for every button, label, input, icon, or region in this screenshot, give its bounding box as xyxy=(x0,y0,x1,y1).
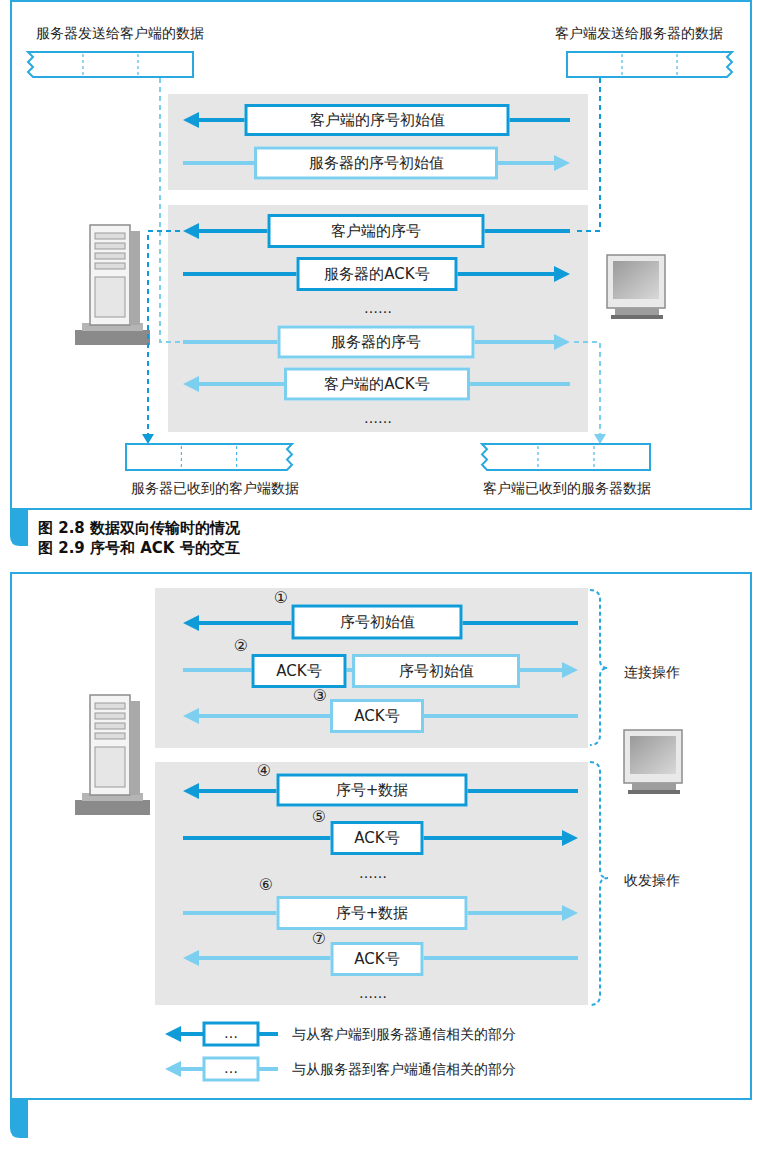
callout-number: ③ xyxy=(313,686,327,705)
note-label: … xyxy=(224,1025,238,1042)
data-strip xyxy=(28,52,193,77)
figure-caption: 图 2.9 序号和 ACK 号的交互 xyxy=(38,539,240,558)
box-text: 序号+数据 xyxy=(336,904,409,923)
strip-divider xyxy=(138,54,139,75)
message-box: ACK号 xyxy=(330,699,424,733)
message-box: ACK号 xyxy=(252,654,347,688)
message-box: 序号+数据 xyxy=(277,774,468,807)
arrow-head xyxy=(183,223,199,239)
arrow-head xyxy=(562,662,578,678)
box-text: 服务器的序号 xyxy=(331,333,421,352)
arrow-head xyxy=(165,1026,181,1042)
message-box: 序号初始值 xyxy=(352,654,520,688)
message-box: 客户端的序号 xyxy=(268,214,485,248)
arrow-head xyxy=(183,708,199,724)
note-label: … xyxy=(224,1060,238,1077)
legend-text: 与从服务器到客户端通信相关的部分 xyxy=(292,1061,516,1078)
strip-divider xyxy=(236,446,237,468)
callout-number: ② xyxy=(234,636,248,655)
arrow-head xyxy=(562,905,578,921)
message-box: 序号+数据 xyxy=(277,896,468,930)
arrow-head xyxy=(554,334,570,350)
note-label: …… xyxy=(359,865,387,882)
arrow-head xyxy=(554,266,570,282)
arrow-head xyxy=(183,950,199,966)
callout-number: ④ xyxy=(257,761,271,780)
data-strip xyxy=(126,444,292,470)
box-text: 客户端的ACK号 xyxy=(324,375,429,394)
strip-divider xyxy=(677,54,678,75)
callout-number: ⑥ xyxy=(259,875,273,894)
note-label: 收发操作 xyxy=(624,872,680,889)
note-label: 服务器发送给客户端的数据 xyxy=(36,25,204,42)
legend-text: 与从客户端到服务器通信相关的部分 xyxy=(292,1026,516,1043)
arrow-head xyxy=(183,376,199,392)
note-label: 服务器已收到的客户端数据 xyxy=(131,480,299,497)
strip-divider xyxy=(181,446,182,468)
figure-caption: 图 2.8 数据双向传输时的情况 xyxy=(38,519,240,538)
note-label: 连接操作 xyxy=(624,664,680,681)
box-text: ACK号 xyxy=(354,950,399,969)
box-text: 客户端的序号初始值 xyxy=(310,111,445,130)
note-label: …… xyxy=(364,410,392,427)
figure-frame: 图 2.9 序号和 ACK 号的交互序号初始值ACK号序号初始值ACK号序号+数… xyxy=(10,572,752,1100)
arrow-head xyxy=(165,1061,181,1077)
note-label: …… xyxy=(364,300,392,317)
strip-divider xyxy=(594,446,595,468)
data-strip xyxy=(482,444,650,470)
arrow-head xyxy=(183,112,199,128)
strip-divider xyxy=(538,446,539,468)
figure-frame: 图 2.8 数据双向传输时的情况客户端的序号初始值服务器的序号初始值客户端的序号… xyxy=(10,0,752,510)
box-text: 服务器的ACK号 xyxy=(324,265,429,284)
strip-divider xyxy=(622,54,623,75)
message-box: 客户端的ACK号 xyxy=(284,368,470,401)
box-text: ACK号 xyxy=(354,707,399,726)
box-text: 序号+数据 xyxy=(336,781,409,800)
box-text: ACK号 xyxy=(354,829,399,848)
box-text: ACK号 xyxy=(276,662,321,681)
arrow-head xyxy=(183,615,199,631)
message-box: 服务器的序号初始值 xyxy=(254,147,498,180)
strip-divider xyxy=(83,54,84,75)
note-label: …… xyxy=(359,985,387,1002)
message-box: ACK号 xyxy=(331,821,424,855)
note-label: 客户端已收到的服务器数据 xyxy=(483,480,651,497)
arrow-head xyxy=(183,783,199,799)
message-box: 客户端的序号初始值 xyxy=(245,104,510,136)
box-text: 服务器的序号初始值 xyxy=(309,154,444,173)
note-label: 客户端发送给服务器的数据 xyxy=(555,25,723,42)
box-text: 序号初始值 xyxy=(340,613,415,632)
box-text: 客户端的序号 xyxy=(331,222,421,241)
callout-number: ⑦ xyxy=(312,929,326,948)
box-text: 序号初始值 xyxy=(399,662,474,681)
arrow-head xyxy=(554,155,570,171)
message-box: 服务器的序号 xyxy=(278,326,475,359)
arrow-head xyxy=(562,830,578,846)
data-strip xyxy=(567,52,732,77)
message-box: ACK号 xyxy=(331,942,424,976)
message-box: 服务器的ACK号 xyxy=(297,257,458,291)
callout-number: ⑤ xyxy=(312,807,326,826)
callout-number: ① xyxy=(274,588,288,607)
message-box: 序号初始值 xyxy=(292,605,463,640)
